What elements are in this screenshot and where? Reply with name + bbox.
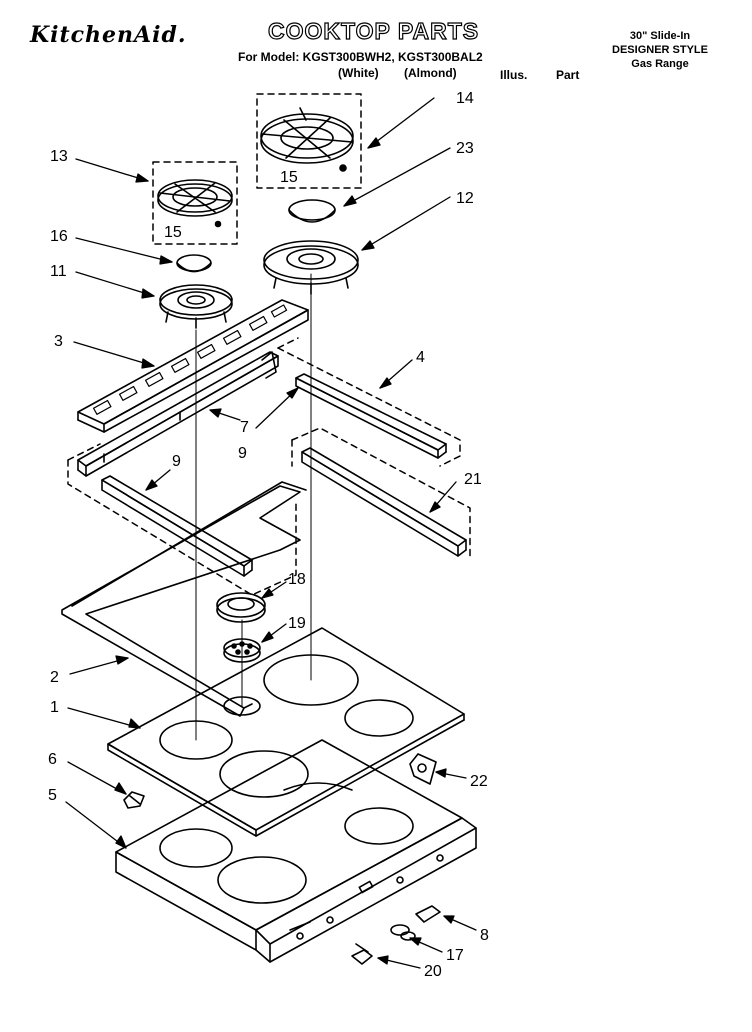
orifice-holder (216, 592, 266, 623)
callout-7: 7 (240, 419, 249, 436)
side-rail-right (295, 373, 447, 459)
callout-23: 23 (456, 140, 474, 157)
callout-19: 19 (288, 615, 306, 632)
callout-4: 4 (416, 349, 425, 366)
callout-14: 14 (456, 90, 474, 107)
callout-21: 21 (464, 471, 482, 488)
callout-6: 6 (48, 751, 57, 768)
vent-trim (77, 299, 309, 433)
part-label: Part (556, 68, 580, 82)
glass-cooktop (107, 627, 465, 837)
large-grate (260, 107, 354, 172)
callout-1: 1 (50, 699, 59, 716)
small-grate (157, 179, 233, 228)
rear-rail (301, 447, 467, 557)
rail-box-21 (291, 427, 471, 561)
callout-15-small: 15 (164, 224, 182, 241)
fuel-label: Gas Range (631, 58, 689, 70)
rail-box-left (67, 443, 297, 596)
callout-9-left: 9 (172, 453, 181, 470)
range-type: 30" Slide-In (629, 30, 691, 42)
callout-5: 5 (48, 787, 57, 804)
burner-base-small (159, 284, 233, 329)
callout-8: 8 (480, 927, 489, 944)
almond-label: (Almond) (404, 66, 457, 80)
page-title: COOKTOP PARTS (267, 17, 480, 44)
style-label: DESIGNER STYLE (612, 44, 708, 56)
flame-spreader (223, 638, 261, 663)
burner-cap-small (176, 254, 212, 273)
mounting-bracket (409, 753, 437, 785)
callout-22: 22 (470, 773, 488, 790)
burner-base-large (263, 240, 359, 295)
callout-2: 2 (50, 669, 59, 686)
burner-cap-large (288, 199, 336, 223)
callout-13: 13 (50, 148, 68, 165)
callout-16: 16 (50, 228, 68, 245)
model-line: For Model: KGST300BWH2, KGST300BAL2 (238, 50, 483, 64)
valve-part (415, 905, 441, 923)
white-label: (White) (338, 66, 379, 80)
callout-15-large: 15 (280, 169, 298, 186)
brand-logo: KitchenAid. (30, 22, 187, 48)
callout-17: 17 (446, 947, 464, 964)
front-rail (77, 351, 279, 477)
burner-box (115, 739, 477, 963)
side-rail-left (101, 475, 253, 577)
grate-box-left (152, 161, 238, 245)
callout-18: 18 (288, 571, 306, 588)
callout-9-right: 9 (238, 445, 247, 462)
cooktop-gasket (61, 481, 307, 717)
igniter-part (390, 924, 416, 941)
callout-12: 12 (456, 190, 474, 207)
callout-11: 11 (50, 263, 67, 280)
hold-down-clip (123, 791, 145, 809)
callout-3: 3 (54, 333, 63, 350)
rail-box-right (277, 337, 461, 467)
spring-clip-part (351, 943, 373, 965)
callout-20: 20 (424, 963, 442, 980)
illus-label: Illus. (500, 68, 528, 82)
